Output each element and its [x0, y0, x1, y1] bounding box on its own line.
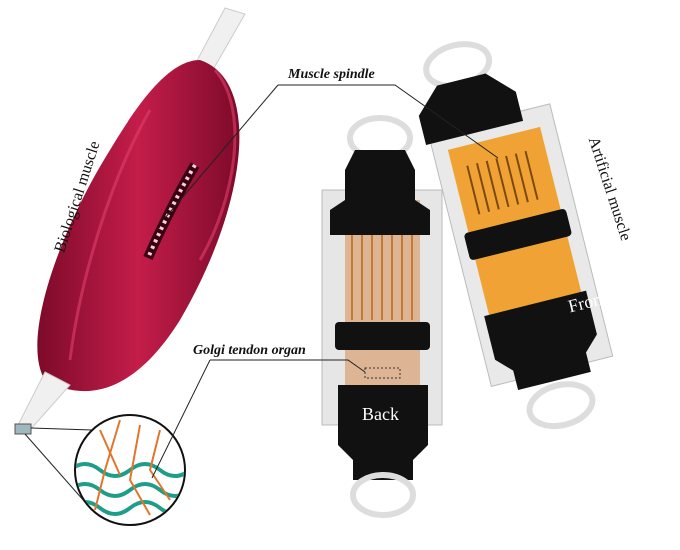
biological-muscle [14, 7, 246, 511]
leader-lines [151, 84, 499, 479]
muscle-belly [37, 60, 240, 392]
artificial-muscle-back [321, 115, 443, 518]
golgi-tendon-organ-label: Golgi tendon organ [193, 343, 306, 358]
lower-tendon [17, 371, 71, 431]
muscle-spindle-label: Muscle spindle [288, 67, 375, 82]
back-label: Back [362, 404, 399, 424]
golgi-marker [14, 423, 32, 435]
artificial-muscle-front [418, 41, 614, 430]
golgi-magnified-view [74, 414, 186, 526]
